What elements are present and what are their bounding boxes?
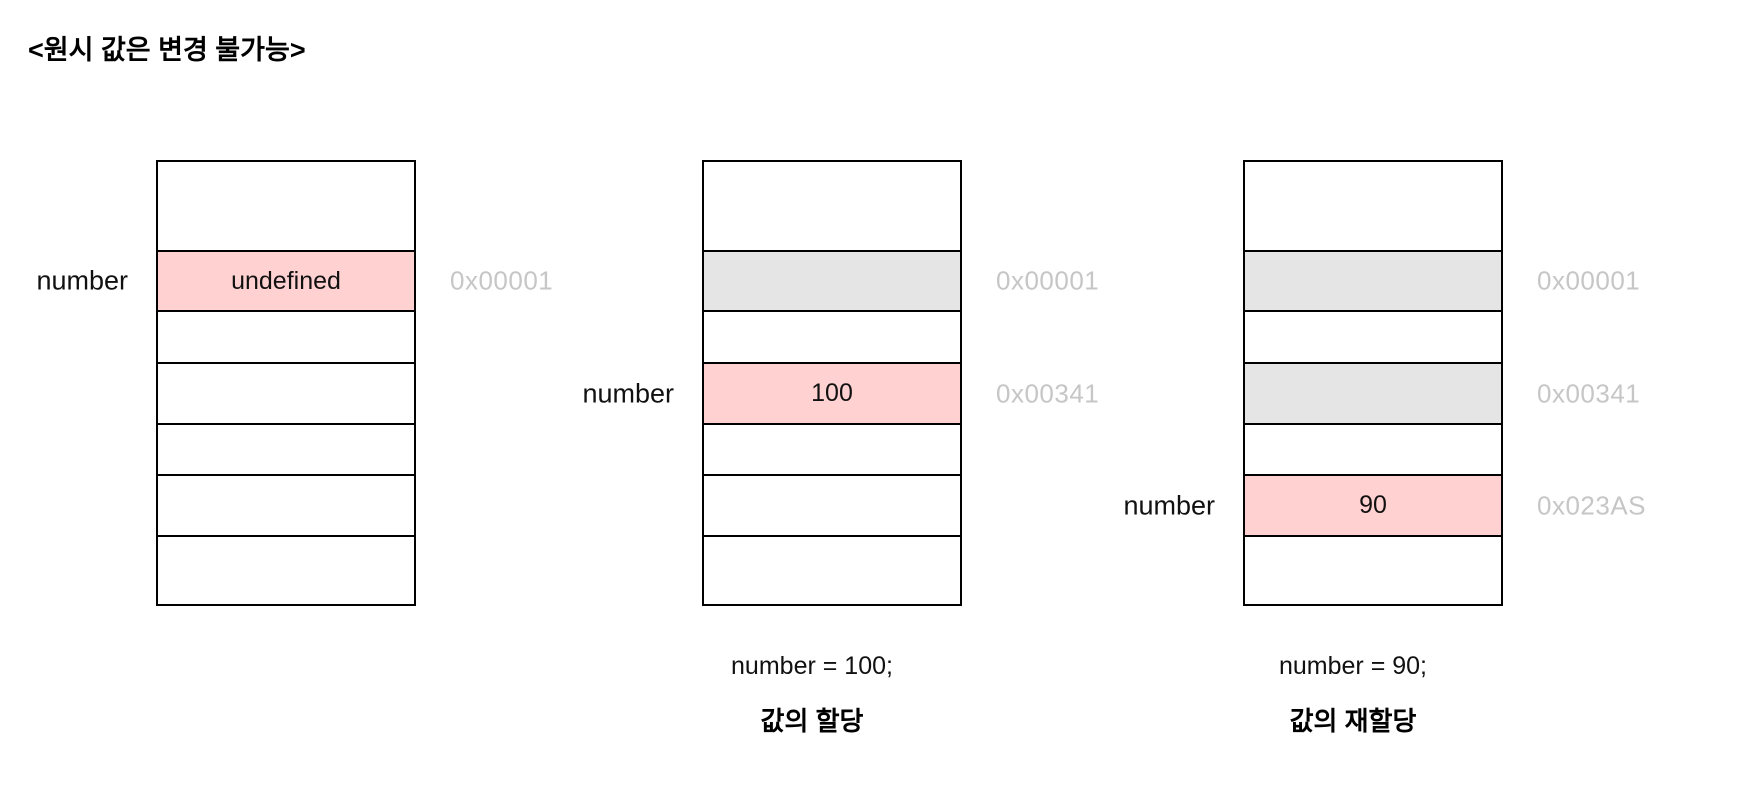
memory-diagram-declaration: number undefined 0x00001 <box>36 160 553 606</box>
memory-cell: number undefined 0x00001 <box>36 250 553 310</box>
cell-value <box>1245 162 1501 250</box>
memory-cell <box>704 474 960 535</box>
memory-address-label: 0x00001 <box>1537 265 1641 296</box>
diagram-captions: number = 100; 값의 할당 <box>682 652 942 738</box>
memory-box: 0x00001 number 100 0x00341 <box>582 160 1099 606</box>
memory-cell <box>704 423 960 474</box>
memory-cell <box>158 535 414 604</box>
cell-value <box>1245 312 1501 362</box>
memory-cell: 0x00001 <box>1245 250 1640 310</box>
diagram-captions: number = 90; 값의 재할당 <box>1223 652 1483 738</box>
variable-name-label: number <box>582 378 674 408</box>
code-caption: number = 90; <box>1278 652 1427 680</box>
memory-box: number undefined 0x00001 <box>36 160 553 606</box>
memory-diagram-reassignment: 0x00001 0x00341 number 90 0x023AS <box>1123 160 1646 738</box>
caption-title: 값의 재할당 <box>1289 706 1417 736</box>
cell-value <box>158 537 414 604</box>
memory-cell <box>158 362 414 423</box>
memory-cell <box>158 162 414 250</box>
memory-cell <box>704 162 960 250</box>
memory-address-label: 0x00001 <box>996 265 1100 296</box>
memory-cell <box>704 535 960 604</box>
memory-cell <box>1245 162 1501 250</box>
caption-title: 값의 할당 <box>760 706 864 736</box>
cell-value: undefined <box>231 266 341 295</box>
memory-cell <box>158 474 414 535</box>
memory-cell <box>158 423 414 474</box>
memory-diagram-assignment: 0x00001 number 100 0x00341 number <box>582 160 1099 738</box>
variable-name-label: number <box>36 265 128 296</box>
cell-value <box>158 476 414 535</box>
cell-value <box>158 162 414 250</box>
cell-value <box>158 364 414 423</box>
cell-value <box>704 252 960 310</box>
cell-value <box>158 425 414 474</box>
cell-value <box>1245 252 1501 310</box>
memory-cell <box>1245 310 1501 362</box>
page-title: <원시 값은 변경 불가능> <box>28 35 306 65</box>
cell-value <box>704 537 960 604</box>
cell-value <box>704 476 960 535</box>
cell-value <box>158 312 414 362</box>
code-caption: number = 100; <box>731 652 893 680</box>
memory-address-label: 0x00341 <box>1537 378 1641 408</box>
memory-address-label: 0x00001 <box>450 265 554 296</box>
variable-name-label: number <box>1123 490 1215 520</box>
cell-value: 90 <box>1359 491 1387 519</box>
memory-box: 0x00001 0x00341 number 90 0x023AS <box>1123 160 1646 606</box>
memory-cell: 0x00001 <box>704 250 1099 310</box>
memory-cell <box>1245 423 1501 474</box>
memory-cell <box>158 310 414 362</box>
memory-cell <box>704 310 960 362</box>
cell-value <box>1245 537 1501 604</box>
cell-value <box>704 312 960 362</box>
cell-value <box>704 162 960 250</box>
memory-address-label: 0x023AS <box>1537 490 1647 520</box>
cell-value <box>704 425 960 474</box>
memory-cell: number 100 0x00341 <box>582 362 1099 423</box>
memory-address-label: 0x00341 <box>996 378 1100 408</box>
cell-value <box>1245 425 1501 474</box>
cell-value: 100 <box>811 379 853 407</box>
memory-cell: number 90 0x023AS <box>1123 474 1646 535</box>
memory-cell: 0x00341 <box>1245 362 1640 423</box>
cell-value <box>1245 364 1501 423</box>
memory-cell <box>1245 535 1501 604</box>
